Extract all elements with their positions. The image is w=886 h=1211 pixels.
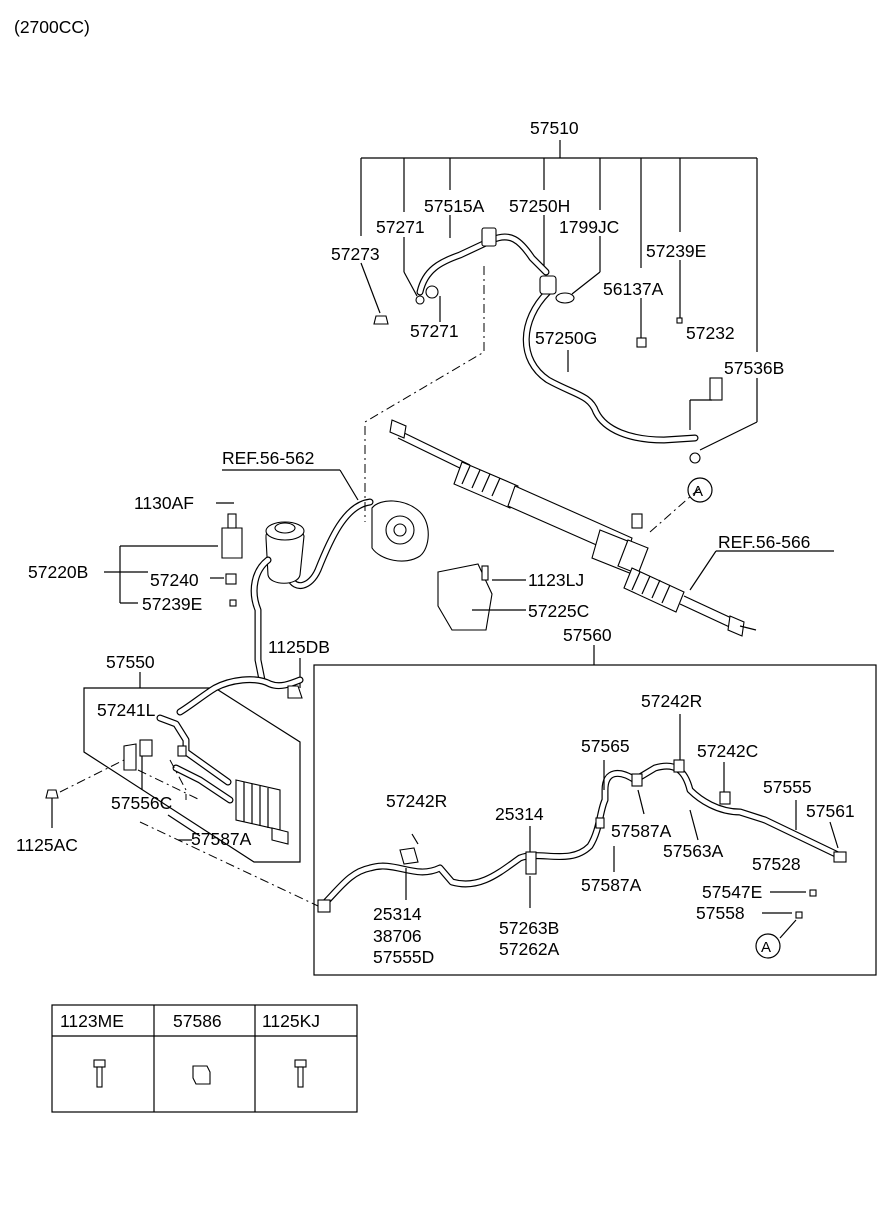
label-57587A-left: 57587A: [191, 829, 252, 849]
callout-tree-57510: [360, 140, 758, 451]
label-1123LJ: 1123LJ: [528, 570, 584, 590]
legend-header-1123ME: 1123ME: [60, 1011, 124, 1031]
label-57528: 57528: [752, 854, 801, 874]
label-57550: 57550: [106, 652, 155, 672]
label-57220B: 57220B: [28, 562, 88, 582]
label-38706: 38706: [373, 926, 422, 946]
label-57555: 57555: [763, 777, 812, 797]
label-57273: 57273: [331, 244, 380, 264]
steering-gear-rack: [389, 419, 757, 637]
label-57271-bot: 57271: [410, 321, 459, 341]
pump-and-reservoir: [221, 498, 493, 684]
callout-leaders: [104, 469, 834, 688]
bolt-icon: [93, 1059, 106, 1088]
label-57242R-top: 57242R: [641, 691, 702, 711]
label-57250H: 57250H: [509, 196, 570, 216]
label-1799JC: 1799JC: [559, 217, 619, 237]
label-57547E: 57547E: [702, 882, 762, 902]
cooler-return-box-57560: [139, 664, 877, 976]
label-57263B: 57263B: [499, 918, 559, 938]
label-57239E-top: 57239E: [646, 241, 706, 261]
label-57250G: 57250G: [535, 328, 597, 348]
legend-header-1125KJ: 1125KJ: [262, 1011, 320, 1031]
label-57536B: 57536B: [724, 358, 784, 378]
label-1125DB: 1125DB: [268, 637, 330, 657]
label-57239E-left: 57239E: [142, 594, 202, 614]
label-57515A: 57515A: [424, 196, 485, 216]
label-57556C: 57556C: [111, 793, 172, 813]
label-57587A-mid: 57587A: [611, 821, 672, 841]
clip-icon: [192, 1065, 211, 1085]
label-57232: 57232: [686, 323, 735, 343]
label-57271-top: 57271: [376, 217, 425, 237]
label-1130AF: 1130AF: [134, 493, 194, 513]
label-57242R-mid: 57242R: [386, 791, 447, 811]
label-25314-top: 25314: [495, 804, 544, 824]
label-57587A-low: 57587A: [581, 875, 642, 895]
marker-a-lower: A: [761, 939, 771, 956]
label-57242C: 57242C: [697, 741, 758, 761]
label-57558: 57558: [696, 903, 745, 923]
marker-a-upper: A: [693, 483, 703, 500]
label-25314-bot: 25314: [373, 904, 422, 924]
label-1125AC: 1125AC: [16, 835, 78, 855]
label-57560: 57560: [563, 625, 612, 645]
cooler-assembly-57550: [45, 676, 304, 863]
label-56137A: 56137A: [603, 279, 664, 299]
bolt-icon: [294, 1059, 307, 1088]
label-ref-56-562: REF.56-562: [222, 448, 314, 468]
pressure-hose-assembly: [373, 227, 723, 464]
engine-label: (2700CC): [14, 17, 90, 37]
label-ref-56-566: REF.56-566: [718, 532, 810, 552]
label-57241L: 57241L: [97, 700, 156, 720]
label-57565: 57565: [581, 736, 630, 756]
fastener-legend-table: 1123ME 57586 1125KJ: [51, 1004, 358, 1113]
legend-header-57586: 57586: [173, 1011, 222, 1031]
label-57510: 57510: [530, 118, 579, 138]
label-57262A: 57262A: [499, 939, 560, 959]
label-57225C: 57225C: [528, 601, 589, 621]
label-57563A: 57563A: [663, 841, 724, 861]
label-57555D: 57555D: [373, 947, 434, 967]
label-57561: 57561: [806, 801, 855, 821]
callout-labels: 57510 57271 57515A 57250H 1799JC 57273 5…: [16, 118, 855, 967]
label-57240: 57240: [150, 570, 199, 590]
